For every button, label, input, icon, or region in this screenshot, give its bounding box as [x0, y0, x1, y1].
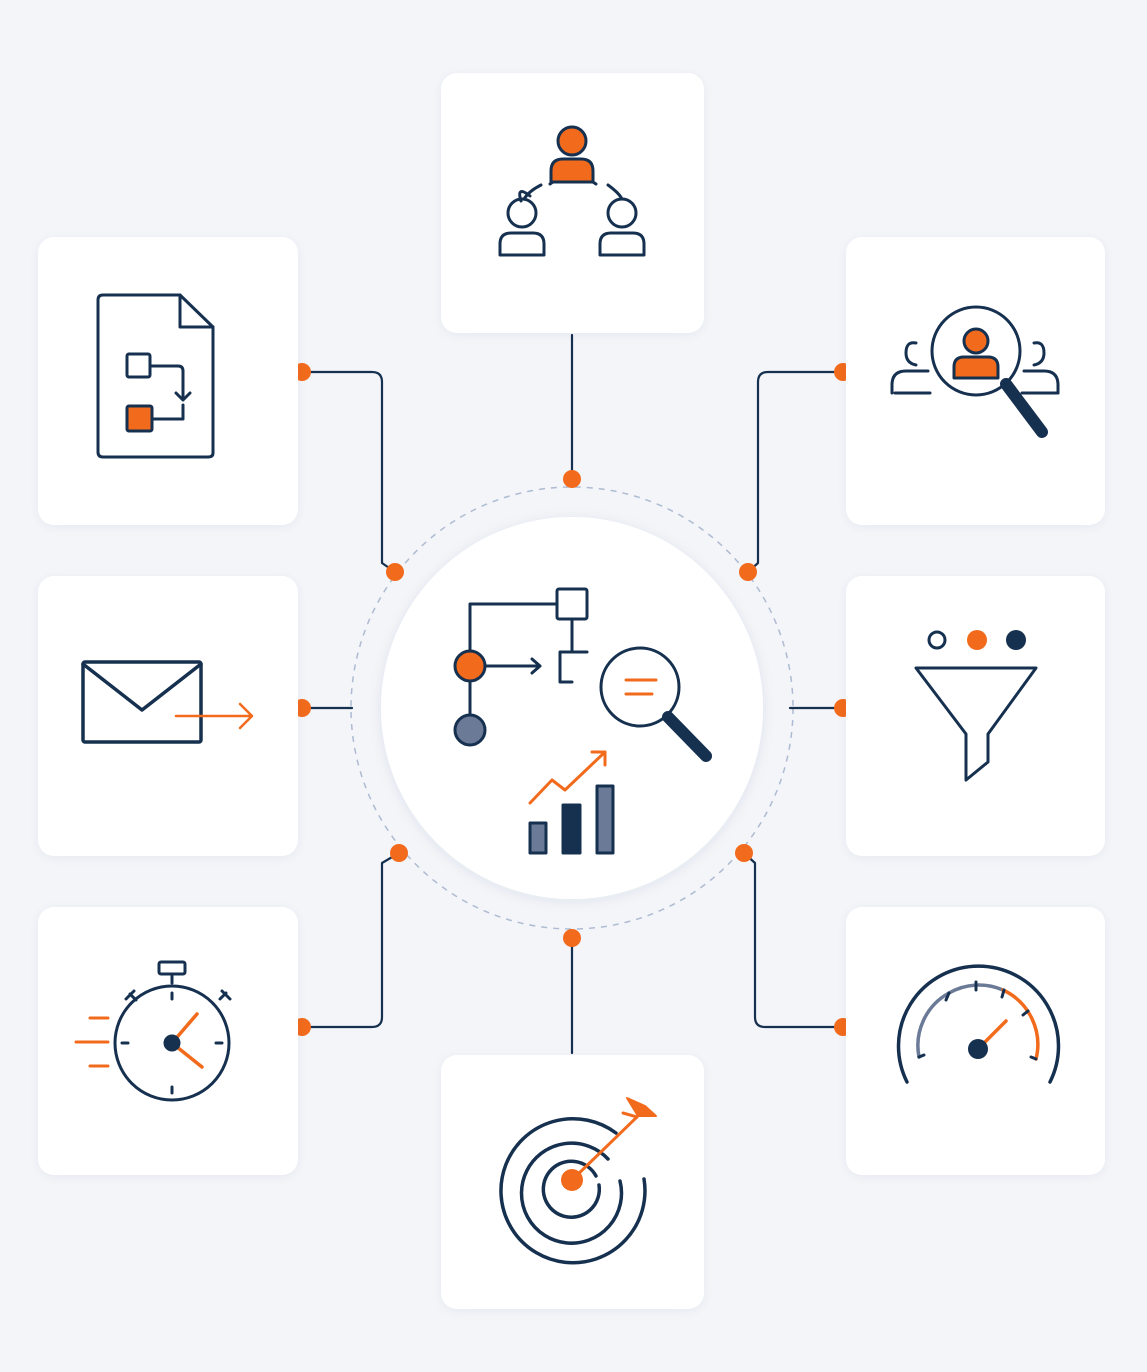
document-flowchart-icon	[96, 293, 215, 459]
card-email[interactable]	[38, 576, 298, 856]
connector-dot	[386, 563, 404, 581]
send-email-icon	[81, 660, 254, 744]
process-analysis-icon	[453, 587, 712, 855]
fast-stopwatch-icon	[74, 960, 232, 1102]
connector-dot	[563, 929, 581, 947]
growth-chart-icon	[528, 750, 615, 855]
magnifier-icon	[599, 646, 712, 762]
card-target[interactable]	[441, 1055, 704, 1309]
card-team[interactable]	[441, 73, 704, 333]
card-candidate-search[interactable]	[846, 237, 1105, 525]
team-hierarchy-icon	[498, 125, 646, 257]
connector-stopwatch	[300, 851, 401, 1029]
connector-gauge	[742, 851, 845, 1029]
connector-dot	[735, 844, 753, 862]
card-stopwatch[interactable]	[38, 907, 298, 1175]
connector-dot	[390, 844, 408, 862]
hub-circle	[381, 517, 763, 899]
funnel-icon	[914, 630, 1038, 782]
card-document[interactable]	[38, 237, 298, 525]
flowchart-icon	[453, 587, 589, 747]
connector-document	[300, 370, 397, 574]
connector-dot	[563, 470, 581, 488]
card-gauge[interactable]	[846, 907, 1105, 1175]
card-funnel[interactable]	[846, 576, 1105, 856]
connector-candidate-search	[746, 370, 845, 574]
performance-gauge-icon	[896, 964, 1061, 1084]
candidate-search-icon	[890, 305, 1060, 438]
target-arrow-icon	[499, 1097, 657, 1265]
connector-dot	[739, 563, 757, 581]
